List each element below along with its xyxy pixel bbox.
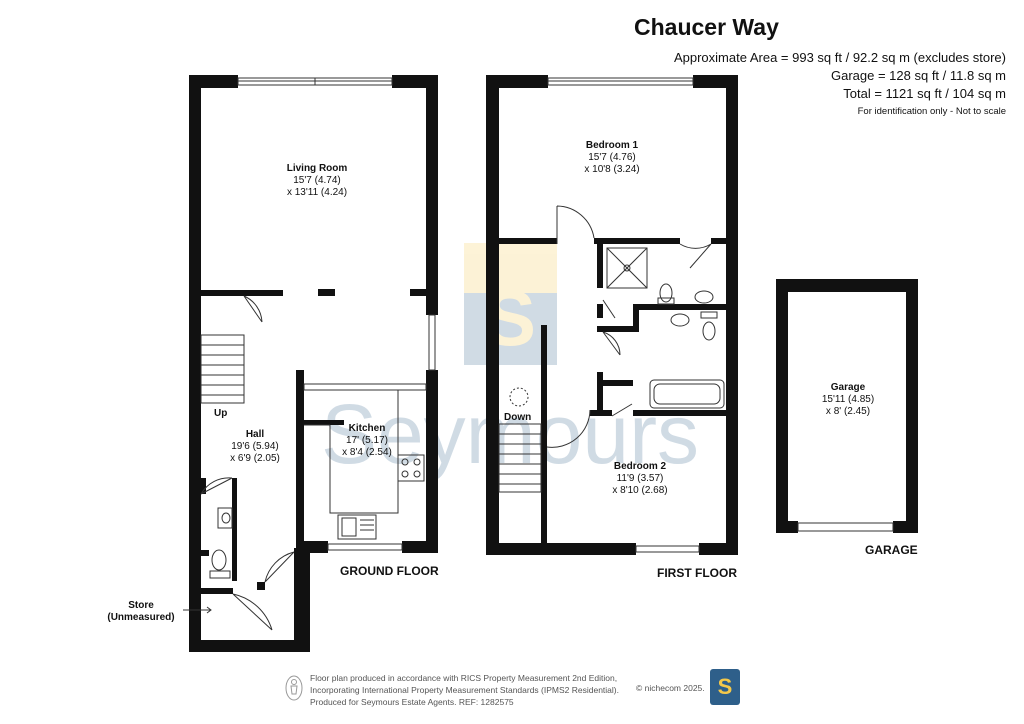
footer-line: Produced for Seymours Estate Agents. REF… bbox=[310, 697, 514, 707]
room-name: Garage bbox=[830, 382, 866, 393]
disclaimer-note: For identification only - Not to scale bbox=[857, 106, 1006, 117]
stairs-down bbox=[498, 423, 542, 493]
footer-line: Floor plan produced in accordance with R… bbox=[310, 673, 618, 683]
room-label-bedroom1: Bedroom 1 15'7 (4.76) x 10'8 (3.24) bbox=[584, 140, 639, 176]
store-label: Store (Unmeasured) bbox=[98, 600, 184, 624]
room-label-living: Living Room 15'7 (4.74) x 13'11 (4.24) bbox=[287, 163, 348, 199]
store-name: Store bbox=[128, 600, 154, 611]
room-name: Kitchen bbox=[348, 423, 386, 434]
room-dim: x 13'11 (4.24) bbox=[286, 187, 348, 198]
footer-copyright: © nichecom 2025. bbox=[636, 683, 705, 693]
room-dim: 15'7 (4.76) bbox=[588, 152, 636, 163]
ground-floor-label: GROUND FLOOR bbox=[340, 564, 439, 578]
room-label-bedroom2: Bedroom 2 11'9 (3.57) x 8'10 (2.68) bbox=[612, 461, 667, 497]
stairs-down-label: Down bbox=[504, 412, 532, 423]
room-dim: 19'6 (5.94) bbox=[231, 441, 279, 452]
room-dim: x 6'9 (2.05) bbox=[230, 453, 280, 464]
footer-line: Incorporating International Property Mea… bbox=[310, 685, 619, 695]
store-note: (Unmeasured) bbox=[107, 612, 175, 623]
approximate-area: Approximate Area = 993 sq ft / 92.2 sq m… bbox=[673, 50, 1006, 65]
room-dim: x 8'4 (2.54) bbox=[342, 447, 392, 458]
room-dim: 17' (5.17) bbox=[346, 435, 388, 446]
room-name: Bedroom 1 bbox=[585, 140, 639, 151]
room-label-kitchen: Kitchen 17' (5.17) x 8'4 (2.54) bbox=[342, 423, 392, 459]
room-dim: 11'9 (3.57) bbox=[616, 473, 664, 484]
room-dim: x 8' (2.45) bbox=[825, 406, 871, 417]
room-dim: x 10'8 (3.24) bbox=[584, 164, 640, 175]
room-label-garage: Garage 15'11 (4.85) x 8' (2.45) bbox=[822, 382, 874, 418]
room-name: Living Room bbox=[286, 163, 348, 174]
garage-area: Garage = 128 sq ft / 11.8 sq m bbox=[831, 68, 1006, 83]
seymours-logo: S bbox=[710, 669, 740, 705]
stairs-up bbox=[200, 334, 245, 404]
stairs-up-label: Up bbox=[214, 408, 228, 419]
room-dim: x 8'10 (2.68) bbox=[612, 485, 668, 496]
room-dim: 15'11 (4.85) bbox=[821, 394, 875, 405]
first-floor-label: FIRST FLOOR bbox=[657, 566, 737, 580]
garage-floor-label: GARAGE bbox=[865, 543, 918, 557]
footer-statement: Floor plan produced in accordance with R… bbox=[310, 672, 630, 708]
person-icon bbox=[285, 675, 303, 701]
room-dim: 15'7 (4.74) bbox=[293, 175, 341, 186]
room-label-hall: Hall 19'6 (5.94) x 6'9 (2.05) bbox=[230, 429, 280, 465]
room-name: Bedroom 2 bbox=[613, 461, 667, 472]
room-name: Hall bbox=[245, 429, 265, 440]
total-area: Total = 1121 sq ft / 104 sq m bbox=[843, 86, 1006, 101]
page-title: Chaucer Way bbox=[634, 14, 779, 40]
